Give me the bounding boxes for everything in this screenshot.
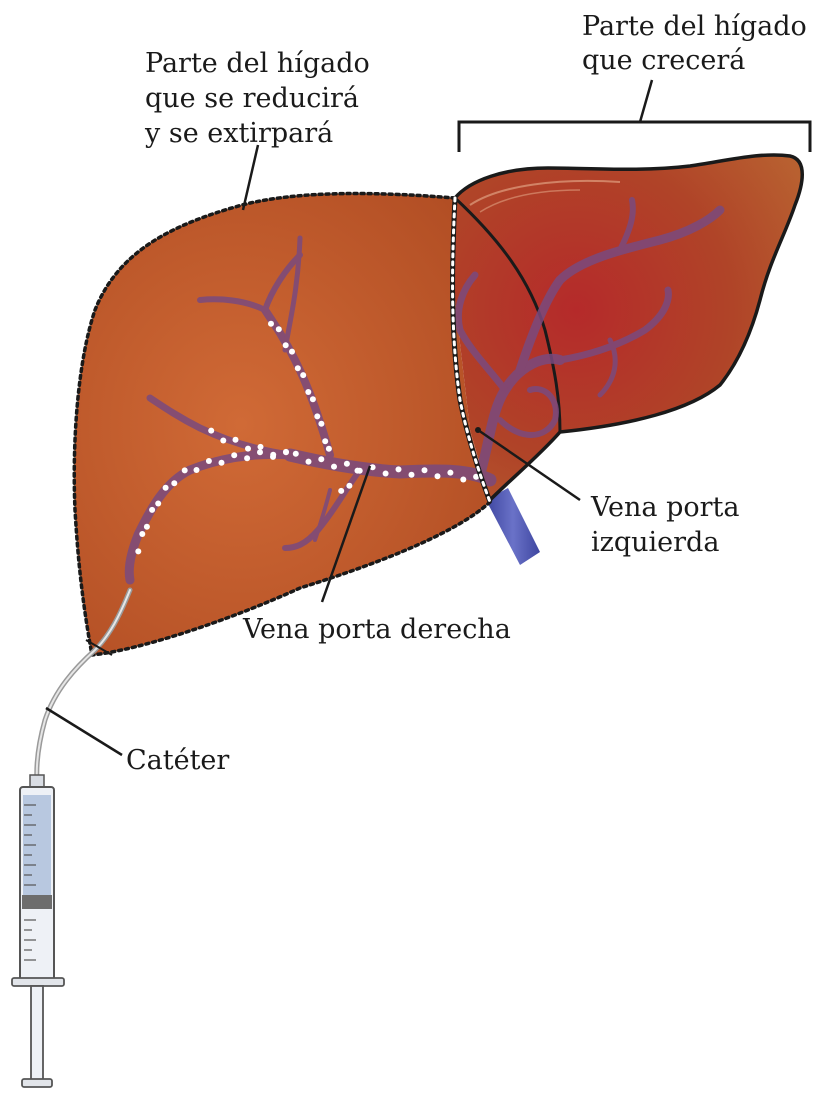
embolization-dot xyxy=(460,477,466,483)
embolization-dot xyxy=(220,438,226,444)
embolization-dot xyxy=(318,456,324,462)
embolization-dot xyxy=(300,372,306,378)
left-vein-label-line-1: Vena porta xyxy=(590,492,739,523)
reduce-label-line-2: que se reducirá xyxy=(145,83,359,114)
embolization-dot xyxy=(422,467,428,473)
embolization-dot xyxy=(346,483,352,489)
embolization-dot xyxy=(383,471,389,477)
embolization-dot xyxy=(149,507,155,513)
grow-bracket xyxy=(459,122,810,152)
embolization-dot xyxy=(233,437,239,443)
embolization-dot xyxy=(244,455,250,461)
embolization-dot xyxy=(163,485,169,491)
embolization-dot xyxy=(318,421,324,427)
embolization-dot xyxy=(289,349,295,355)
embolization-dot xyxy=(331,464,337,470)
catheter-leader-line xyxy=(46,708,122,755)
embolization-dot xyxy=(295,365,301,371)
syringe xyxy=(12,775,64,1087)
syringe-plunger-rod xyxy=(31,986,43,1081)
embolization-dot xyxy=(338,488,344,494)
embolization-dot xyxy=(231,452,237,458)
embolization-dot xyxy=(305,389,311,395)
embolization-dot xyxy=(194,467,200,473)
embolization-dot xyxy=(326,446,332,452)
embolization-dot xyxy=(283,449,289,455)
left-vein-leader-dot xyxy=(475,427,481,433)
embolization-dot xyxy=(219,460,225,466)
reduce-label-line-1: Parte del hígado xyxy=(145,48,370,79)
embolization-dot xyxy=(144,524,150,530)
embolization-dot xyxy=(344,461,350,467)
embolization-dot xyxy=(306,459,312,465)
embolization-dot xyxy=(270,452,276,458)
embolization-dot xyxy=(276,326,282,332)
reduce-label-line-3: y se extirpará xyxy=(144,118,333,149)
embolization-dot xyxy=(171,480,177,486)
embolization-dot xyxy=(355,468,361,474)
liver-right-lobe xyxy=(74,194,490,655)
embolization-dot xyxy=(310,396,316,402)
embolization-dot xyxy=(283,342,289,348)
embolization-dot xyxy=(268,321,274,327)
syringe-plunger-thumb xyxy=(22,1079,52,1087)
embolization-dot xyxy=(208,428,214,434)
grow-label-line-1: Parte del hígado xyxy=(582,11,807,42)
catheter-tube-highlight xyxy=(37,590,130,782)
syringe-plunger-seal xyxy=(22,895,52,909)
embolization-dot xyxy=(396,466,402,472)
embolization-dot xyxy=(155,501,161,507)
portal-vein-trunk xyxy=(486,488,540,565)
embolization-dot xyxy=(293,451,299,457)
grow-label-line-2: que crecerá xyxy=(582,45,745,76)
embolization-dot xyxy=(409,472,415,478)
embolization-dot xyxy=(314,413,320,419)
embolization-dot xyxy=(322,438,328,444)
embolization-dot xyxy=(206,458,212,464)
embolization-dot xyxy=(258,444,264,450)
embolization-dot xyxy=(135,548,141,554)
embolization-dot xyxy=(182,467,188,473)
embolization-dot xyxy=(257,449,263,455)
embolization-dot xyxy=(447,470,453,476)
right-vein-label: Vena porta derecha xyxy=(242,614,511,645)
left-vein-label-line-2: izquierda xyxy=(591,527,719,558)
catheter-label: Catéter xyxy=(126,745,229,776)
grow-leader-line xyxy=(640,80,652,122)
embolization-dot xyxy=(245,446,251,452)
embolization-dot xyxy=(139,531,145,537)
syringe-flange xyxy=(12,978,64,986)
syringe-hub xyxy=(30,775,44,787)
embolization-dot xyxy=(435,473,441,479)
